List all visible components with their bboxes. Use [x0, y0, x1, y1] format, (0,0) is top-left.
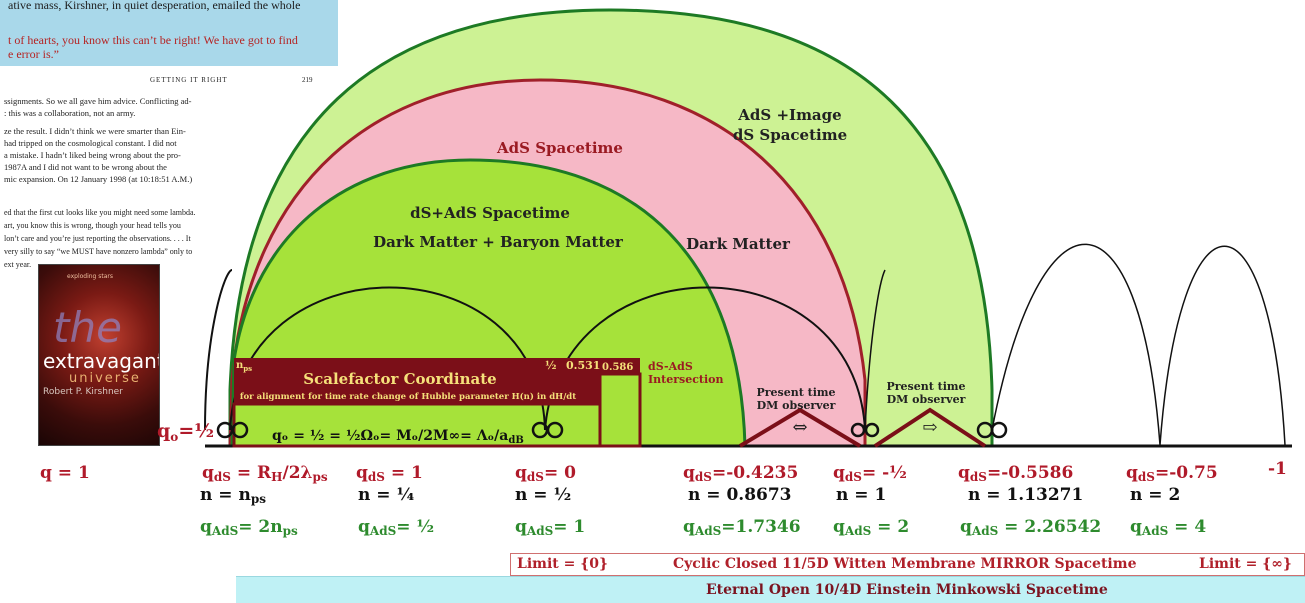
quote-line: ext year.: [4, 260, 32, 269]
left-observer-triangle: [738, 407, 862, 448]
left-observer-label-2: DM observer: [757, 399, 836, 412]
scalefactor-banner: [234, 358, 600, 404]
einstein-spacetime-bar: Eternal Open 10/4D Einstein Minkowski Sp…: [236, 576, 1305, 603]
node-symbols: [216, 421, 1008, 439]
mirror-spacetime-bar: Limit = {0} Cyclic Closed 11/5D Witten M…: [510, 553, 1305, 576]
right-observer-label-2: DM observer: [887, 393, 966, 406]
ads-image-label-2: dS Spacetime: [733, 126, 847, 144]
intersection-label-2: Intersection: [648, 373, 724, 386]
col6-n: n = 1: [836, 485, 886, 505]
page-number: 219: [302, 76, 313, 84]
book-cover-image: exploding stars the extravagant universe…: [38, 264, 160, 446]
page-line: ssignments. So we all gave him advice. C…: [4, 96, 192, 106]
col3-n: n = ¼: [358, 485, 414, 505]
col8-qads: qAdS = 4: [1130, 517, 1206, 538]
col3-qads: qAdS= ½: [358, 517, 434, 538]
far-left-arc: [204, 269, 233, 431]
cover-title: extravagant: [43, 349, 160, 373]
col7-qads: qAdS = 2.26542: [960, 517, 1101, 538]
dark-matter-label: Dark Matter: [686, 235, 791, 253]
scalefactor-title: Scalefactor Coordinate: [303, 370, 496, 388]
right-arrow-icon: ⇨: [922, 417, 937, 438]
value-0586: 0.586: [602, 362, 633, 373]
limit-zero: Limit = {0}: [517, 556, 608, 572]
book-page: GETTING IT RIGHT 219 ssignments. So we a…: [0, 66, 332, 288]
right-observer-triangle: [873, 407, 987, 448]
scalefactor-extension-cap: [600, 358, 640, 374]
page-line: : this was a collaboration, not an army.: [4, 108, 136, 118]
mirror-spacetime-label: Cyclic Closed 11/5D Witten Membrane MIRR…: [673, 556, 1137, 572]
col6-qads: qAdS = 2: [833, 517, 909, 538]
col2-n: n = nps: [200, 485, 266, 506]
quote-line: lon’t care and you’re just reporting the…: [4, 234, 191, 243]
col7-q: qdS=-0.5586: [958, 463, 1073, 484]
col5-q: qdS=-0.4235: [683, 463, 798, 484]
cover-the: the: [53, 303, 122, 352]
bidirectional-arrow-icon: ⇔: [792, 417, 807, 438]
einstein-spacetime-label: Eternal Open 10/4D Einstein Minkowski Sp…: [706, 582, 1108, 598]
cover-subtitle: universe: [69, 371, 141, 386]
dark-baryon-label: Dark Matter + Baryon Matter: [373, 233, 624, 251]
col5-n: n = 0.8673: [688, 485, 792, 505]
formula-label: qₒ = ½ = ½Ωₒ= Mₒ/2M∞= Λₒ/adB: [272, 428, 524, 446]
q0-label: qo=½: [157, 420, 214, 444]
cover-author: Robert P. Kirshner: [43, 387, 123, 397]
book-top-line: ative mass, Kirshner, in quiet desperati…: [8, 0, 301, 12]
col6-q: qdS= -½: [833, 463, 907, 484]
nps-sub: ps: [243, 364, 252, 373]
ds-ads-label: dS+AdS Spacetime: [410, 204, 570, 222]
col5-qads: qAdS=1.7346: [683, 517, 801, 538]
col3-q: qdS = 1: [356, 463, 423, 484]
limit-infinity: Limit = {∞}: [1199, 556, 1292, 572]
page-line: mic expansion. On 12 January 1998 (at 10…: [4, 174, 193, 184]
page-line: ze the result. I didn’t think we were sm…: [4, 126, 186, 136]
half-label: ½: [545, 359, 556, 372]
outer-right-arcs: [991, 243, 1286, 446]
page-line: 1987A and I did not want to be wrong abo…: [4, 162, 167, 172]
book-excerpt-top: ative mass, Kirshner, in quiet desperati…: [0, 0, 338, 66]
quote-line: ed that the first cut looks like you mig…: [4, 208, 196, 217]
ads-spacetime-label: AdS Spacetime: [496, 139, 623, 157]
ads-image-label-1: AdS +Image: [737, 106, 841, 124]
col2-qads: qAdS= 2nps: [200, 517, 298, 538]
col1-q: q = 1: [40, 463, 90, 483]
col4-qads: qAdS= 1: [515, 517, 585, 538]
nps-label: nps: [236, 360, 252, 373]
page-line: a mistake. I hadn’t liked being wrong ab…: [4, 150, 181, 160]
col4-q: qdS= 0: [515, 463, 576, 484]
quote-line: very silly to say “we MUST have nonzero …: [4, 247, 193, 256]
running-head: GETTING IT RIGHT: [150, 76, 228, 84]
col9-q: -1: [1268, 459, 1287, 479]
intersection-label-1: dS-AdS: [648, 360, 693, 373]
page-line: had tripped on the cosmological constant…: [4, 138, 177, 148]
quote-line: art, you know this is wrong, though your…: [4, 221, 181, 230]
cover-small-text: exploding stars: [67, 273, 114, 280]
value-0531: 0.531: [566, 359, 600, 372]
right-observer-label-1: Present time: [886, 380, 965, 393]
col8-n: n = 2: [1130, 485, 1180, 505]
book-top-line: e error is.”: [8, 47, 59, 61]
col7-n: n = 1.13271: [968, 485, 1083, 505]
col4-n: n = ½: [515, 485, 571, 505]
left-observer-label-1: Present time: [756, 386, 835, 399]
col8-q: qdS=-0.75: [1126, 463, 1218, 484]
small-right-arc: [864, 269, 886, 431]
col2-q: qdS = RH/2λps: [202, 463, 328, 484]
scalefactor-subtitle: for alignment for time rate change of Hu…: [240, 391, 576, 402]
parameter-columns: q = 1 qdS = RH/2λps n = nps qAdS= 2nps q…: [40, 459, 1287, 538]
book-top-line: t of hearts, you know this can’t be righ…: [8, 33, 298, 47]
